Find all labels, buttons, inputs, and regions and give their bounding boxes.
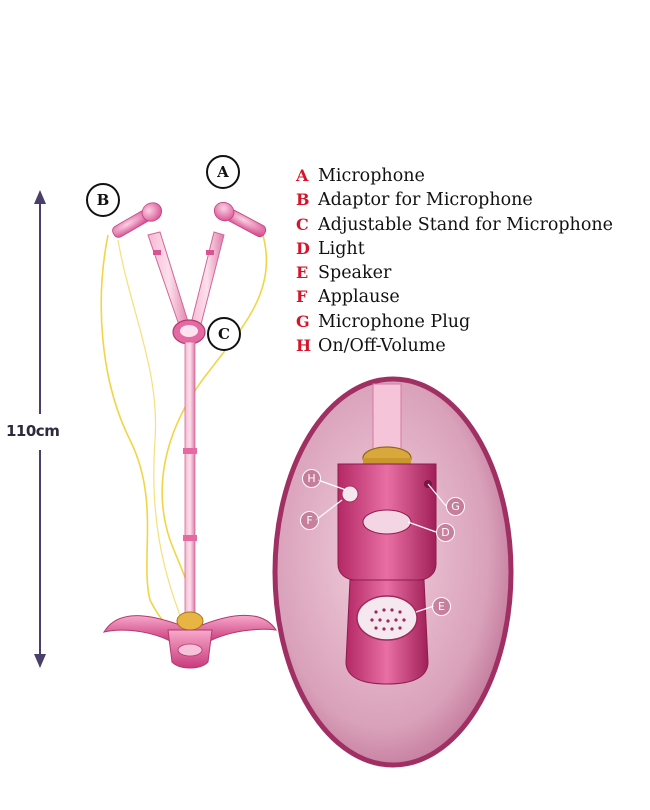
legend-item: A Microphone	[296, 166, 646, 190]
legend-letter: E	[296, 263, 309, 283]
legend-text: Light	[318, 238, 365, 259]
legend-text: Speaker	[318, 263, 392, 284]
legend-text: On/Off-Volume	[318, 336, 446, 357]
legend-item: H On/Off-Volume	[296, 336, 646, 360]
callout-b: B	[86, 183, 120, 217]
legend-item: D Light	[296, 239, 646, 263]
legend-letter: C	[296, 214, 309, 234]
legend-letter: A	[296, 166, 309, 185]
legend-text: Adaptor for Microphone	[318, 190, 533, 211]
legend-item: F Applause	[296, 287, 646, 311]
legend-item: C Adjustable Stand for Microphone	[296, 215, 646, 239]
legend-letter: F	[296, 287, 308, 307]
legend-letter: D	[296, 238, 310, 258]
height-arrow	[34, 190, 46, 668]
legend-text: Microphone	[318, 166, 425, 186]
detail-callout-d: D	[436, 523, 455, 542]
legend-item: B Adaptor for Microphone	[296, 190, 646, 214]
legend-letter: H	[296, 336, 312, 356]
legend-letter: B	[296, 190, 310, 210]
detail-callout-g: G	[446, 497, 465, 516]
legend-text: Microphone Plug	[318, 311, 471, 332]
legend-letter: G	[296, 311, 310, 331]
microphone-stand-illustration	[100, 201, 277, 669]
height-label: 110cm	[6, 422, 60, 440]
detail-callout-e: E	[432, 597, 451, 616]
legend-item: E Speaker	[296, 263, 646, 287]
legend-item: G Microphone Plug	[296, 312, 646, 336]
detail-callout-h: H	[302, 469, 321, 488]
callout-c: C	[207, 317, 241, 351]
callout-a: A	[206, 155, 240, 189]
base-detail-illustration	[272, 376, 514, 768]
legend-text: Adjustable Stand for Microphone	[318, 214, 613, 235]
detail-callout-f: F	[300, 511, 319, 530]
legend-text: Applause	[318, 287, 400, 308]
